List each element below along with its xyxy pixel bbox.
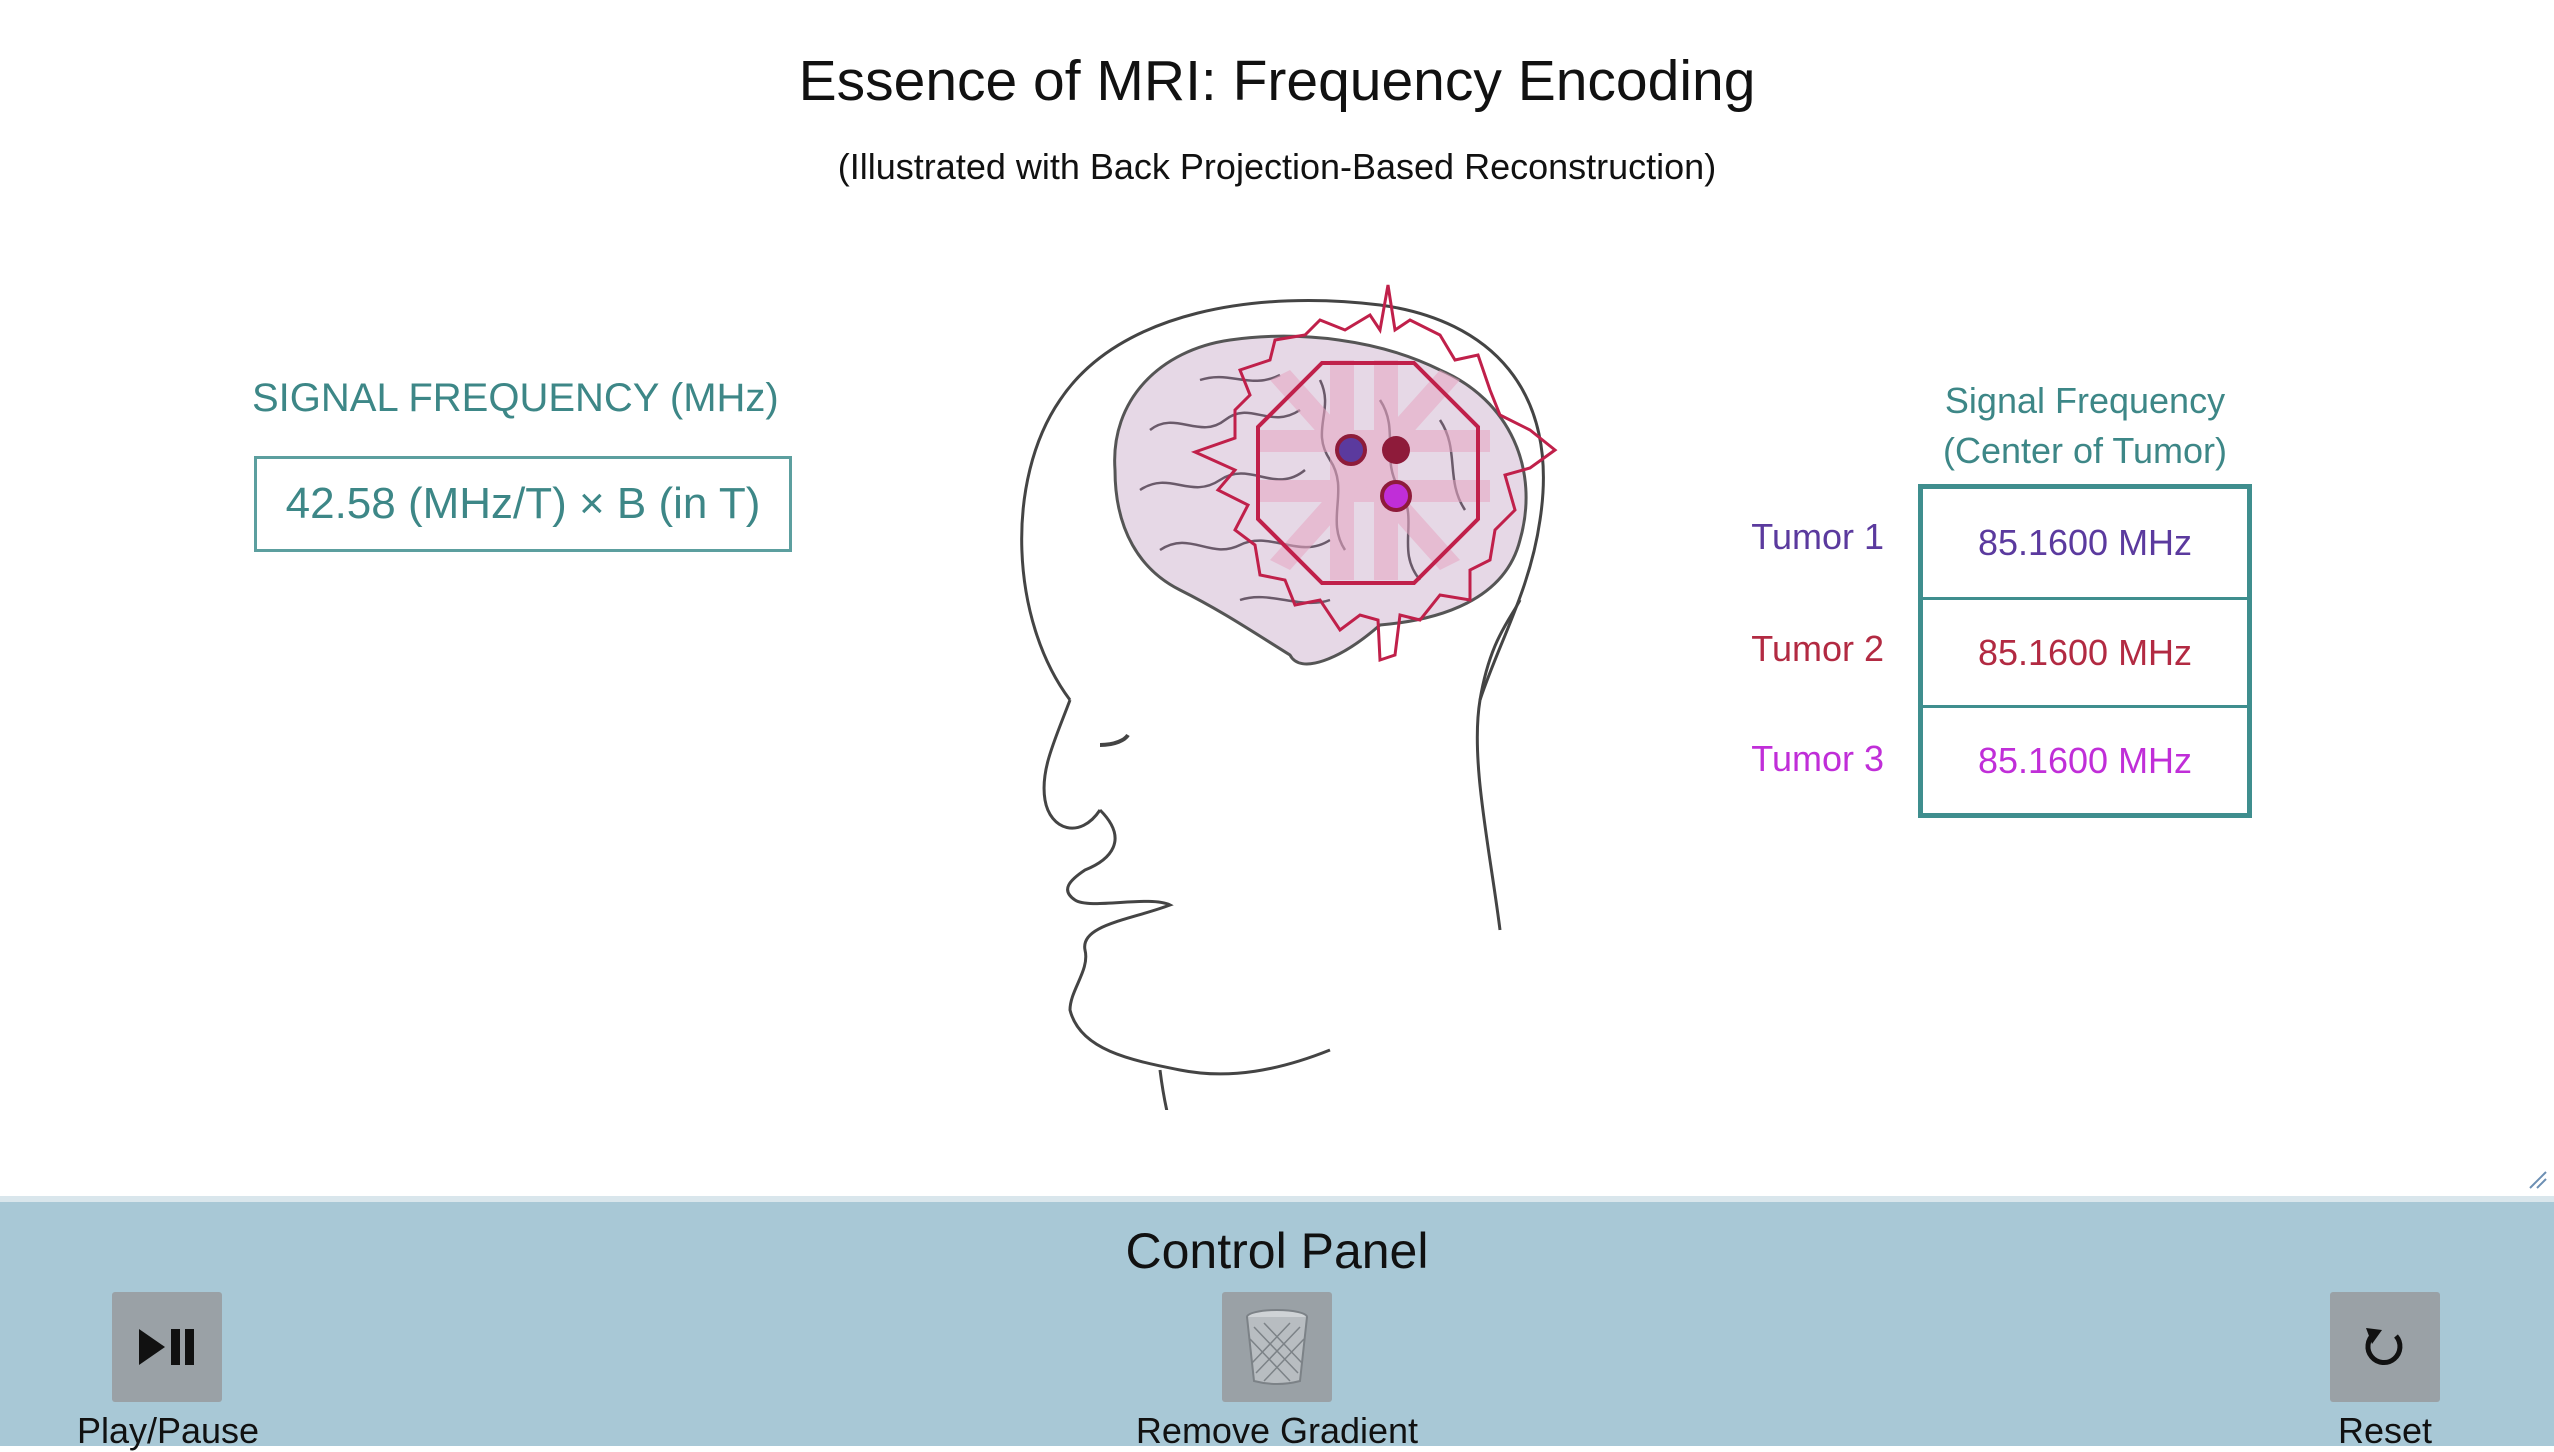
nose [1099, 733, 1130, 747]
signal-frequency-label: SIGNAL FREQUENCY (MHz) [252, 376, 779, 420]
projection-octagon [1256, 361, 1480, 585]
reset-label: Reset [2337, 1410, 2433, 1451]
tumor-header-line2: (Center of Tumor) [1942, 430, 2228, 471]
tumor-1-frequency: 85.1600 MHz [1977, 522, 2193, 563]
trash-bin-icon [1246, 1309, 1308, 1385]
tumor-frequency-table: 85.1600 MHz 85.1600 MHz 85.1600 MHz [1918, 484, 2252, 818]
frequency-formula: 42.58 (MHz/T) × B (in T) [285, 479, 761, 528]
play-pause-button[interactable] [112, 1292, 222, 1402]
resize-grip-icon[interactable] [2526, 1168, 2548, 1190]
page-subtitle: (Illustrated with Back Projection-Based … [837, 146, 1717, 187]
projection-profile [1190, 284, 1558, 663]
remove-gradient-label: Remove Gradient [1135, 1410, 1419, 1451]
reset-button[interactable] [2330, 1292, 2440, 1402]
tumor-2-marker [1382, 436, 1410, 464]
play-pause-label: Play/Pause [76, 1410, 260, 1451]
back-projection-streaks [1260, 360, 1490, 580]
control-panel-title: Control Panel [1125, 1223, 1429, 1279]
control-panel: Control Panel Play/Pause Remove Gradient… [0, 1196, 2554, 1451]
play-pause-icon [139, 1329, 194, 1365]
remove-gradient-button[interactable] [1222, 1292, 1332, 1402]
tumor-2-frequency: 85.1600 MHz [1923, 597, 2247, 705]
tumor-2-label: Tumor 2 [1751, 628, 1884, 669]
tumor-3-label: Tumor 3 [1751, 738, 1884, 779]
neck [1158, 1069, 1169, 1110]
frequency-formula-box: 42.58 (MHz/T) × B (in T) [254, 456, 792, 552]
tumor-1-marker [1335, 434, 1367, 466]
tumor-1-label: Tumor 1 [1751, 516, 1884, 557]
tumor-frequency-header: Signal Frequency (Center of Tumor) [1880, 376, 2290, 476]
face-profile [1042, 699, 1331, 1076]
tumor-header-line1: Signal Frequency [1944, 380, 2226, 421]
head-outline [1020, 298, 1545, 931]
head-illustration [1020, 284, 1558, 1110]
ear [1478, 599, 1522, 701]
reset-arrow-icon [2365, 1328, 2403, 1366]
page-title: Essence of MRI: Frequency Encoding [798, 49, 1756, 113]
tumor-3-marker [1380, 480, 1412, 512]
tumor-3-frequency: 85.1600 MHz [1923, 705, 2247, 813]
